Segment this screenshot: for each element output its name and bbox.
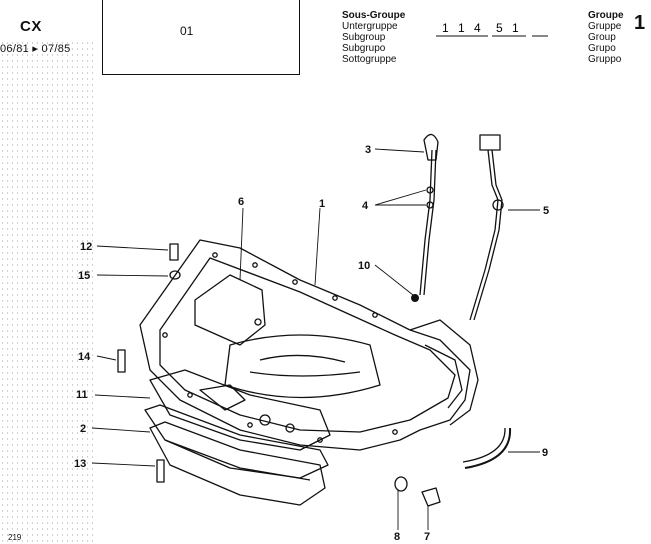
- subgroup-label-es: Subgrupo: [342, 43, 386, 54]
- callout-14: 14: [78, 351, 91, 363]
- sump-housing: [139, 239, 471, 451]
- group-label-de: Gruppe: [588, 21, 622, 32]
- dipstick-tube: [419, 149, 433, 296]
- baffle-tray: [149, 369, 331, 451]
- bolt-13: [156, 459, 165, 483]
- callout-11: 11: [76, 389, 88, 401]
- callout-8: 8: [394, 531, 400, 543]
- code-value: 01: [180, 24, 194, 38]
- callout-13: 13: [74, 458, 86, 470]
- callout-10: 10: [358, 260, 370, 272]
- group-label-en: Group: [588, 32, 616, 43]
- ring-8: [394, 476, 408, 492]
- callout-15: 15: [78, 270, 90, 282]
- plug-10: [411, 294, 419, 302]
- group-label-es: Grupo: [588, 43, 616, 54]
- group-label-fr: Groupe: [588, 10, 624, 21]
- bottom-pan: [149, 421, 326, 506]
- drain-plug-7: [421, 487, 441, 507]
- subgroup-label-de: Untergruppe: [342, 21, 398, 32]
- curved-seal: [464, 427, 512, 469]
- sump-inner-rim: [159, 257, 456, 433]
- subgroup-digit: 1: [512, 21, 519, 35]
- subgroup-digit: 1: [442, 21, 449, 35]
- callout-1: 1: [319, 198, 325, 210]
- washer-15: [169, 270, 181, 280]
- callout-5: 5: [543, 205, 549, 217]
- dipstick-handle: [423, 133, 439, 161]
- callout-12: 12: [80, 241, 92, 253]
- model-name: CX: [20, 18, 42, 35]
- oil-level-sensor-wire: [469, 149, 499, 321]
- group-number: 1: [634, 12, 646, 34]
- subgroup-digit: 5: [496, 21, 503, 35]
- callout-6: 6: [238, 196, 244, 208]
- callout-3: 3: [365, 144, 371, 156]
- subgroup-number-field: 1 1 4 5 1: [436, 21, 548, 37]
- scan-speckle-texture: [0, 40, 95, 544]
- sump-rear-flange: [409, 319, 479, 426]
- group-label-it: Gruppo: [588, 54, 622, 65]
- subgroup-label-en: Subgroup: [342, 32, 386, 43]
- cover-plate: [194, 274, 266, 346]
- production-dates: 06/81 ▸ 07/85: [0, 43, 71, 55]
- page-number: 219: [8, 533, 22, 542]
- sump-well: [224, 334, 381, 399]
- callout-2: 2: [80, 423, 86, 435]
- callout-4: 4: [362, 200, 369, 212]
- callout-7: 7: [424, 531, 430, 543]
- subgroup-label-it: Sottogruppe: [342, 54, 397, 65]
- code-box: [102, 0, 300, 75]
- bolt-12: [169, 243, 179, 261]
- subgroup-labels: Sous-Groupe Untergruppe Subgroup Subgrup…: [342, 10, 405, 65]
- subgroup-label-fr: Sous-Groupe: [342, 10, 406, 21]
- group-labels: Groupe Gruppe Group Grupo Gruppo: [588, 10, 624, 65]
- subgroup-digit: 4: [474, 21, 481, 35]
- subgroup-digit: 1: [458, 21, 465, 35]
- oil-level-sensor-connector: [479, 134, 501, 151]
- gasket: [144, 404, 329, 479]
- callout-9: 9: [542, 447, 548, 459]
- bolt-14: [117, 349, 126, 373]
